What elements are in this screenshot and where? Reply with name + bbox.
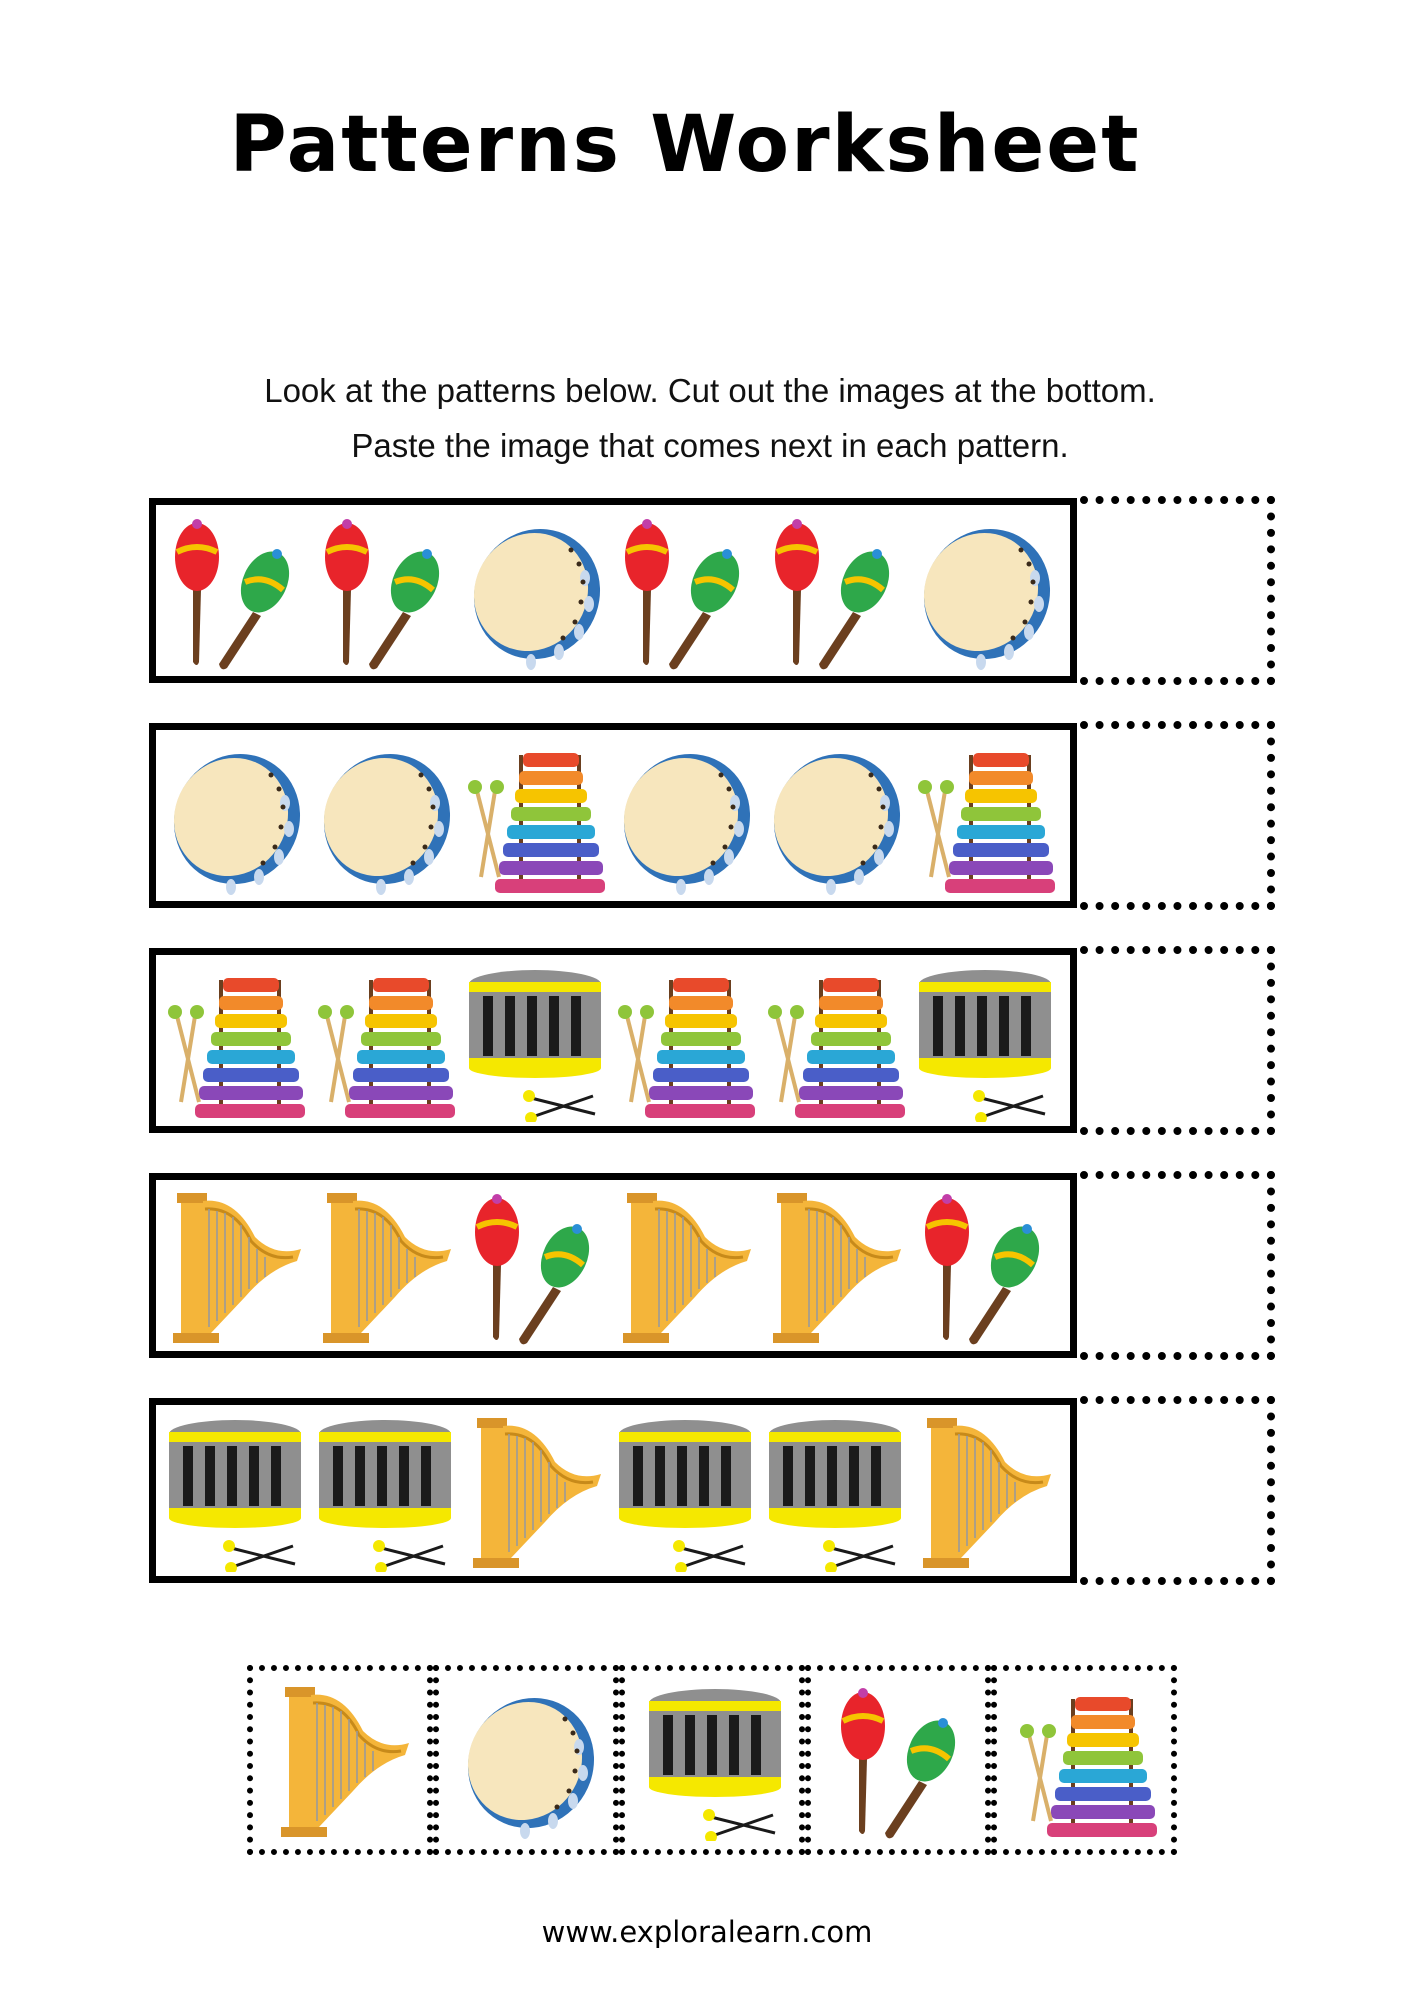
answer-slot-3[interactable] [1080, 946, 1275, 1135]
pattern-cell [615, 1412, 755, 1572]
xylophone-icon [915, 737, 1055, 897]
pattern-cell [615, 1187, 755, 1347]
drum-icon [615, 1412, 755, 1572]
harp-icon [465, 1412, 605, 1572]
pattern-cell [165, 512, 305, 672]
maracas-icon [765, 512, 905, 672]
harp-icon [615, 1187, 755, 1347]
pattern-cell [915, 512, 1055, 672]
pattern-cell [165, 962, 305, 1122]
page-title: Patterns Worksheet [229, 100, 1141, 190]
pattern-cell [615, 962, 755, 1122]
pattern-cell [315, 1412, 455, 1572]
cutout-image [1017, 1681, 1157, 1841]
maracas-icon [915, 1187, 1055, 1347]
cutout-card-3[interactable] [619, 1665, 805, 1855]
maracas-icon [615, 512, 755, 672]
drum-icon [165, 1412, 305, 1572]
harp-icon [165, 1187, 305, 1347]
pattern-cell [465, 512, 605, 672]
tambourine-icon [165, 737, 305, 897]
cutout-card-5[interactable] [991, 1665, 1177, 1855]
tambourine-icon [915, 512, 1055, 672]
maracas-icon [831, 1681, 971, 1841]
footer-url: www.exploralearn.com [541, 1915, 873, 1949]
pattern-cell [915, 737, 1055, 897]
harp-icon [315, 1187, 455, 1347]
pattern-cell [165, 1187, 305, 1347]
answer-slot-2[interactable] [1080, 721, 1275, 910]
pattern-cell [765, 1412, 905, 1572]
pattern-cell [915, 1412, 1055, 1572]
pattern-cell [765, 962, 905, 1122]
maracas-icon [465, 1187, 605, 1347]
pattern-cell [615, 737, 755, 897]
pattern-cell [465, 737, 605, 897]
pattern-row-4 [149, 1173, 1077, 1358]
pattern-row-1 [149, 498, 1077, 683]
cutout-image [273, 1681, 413, 1841]
answer-slot-4[interactable] [1080, 1171, 1275, 1360]
xylophone-icon [615, 962, 755, 1122]
cutout-card-2[interactable] [433, 1665, 619, 1855]
cutout-image [459, 1681, 599, 1841]
pattern-cell [165, 737, 305, 897]
pattern-cell [465, 962, 605, 1122]
tambourine-icon [315, 737, 455, 897]
instruction-line-1: Look at the patterns below. Cut out the … [264, 372, 1156, 409]
xylophone-icon [765, 962, 905, 1122]
drum-icon [915, 962, 1055, 1122]
pattern-cell [465, 1187, 605, 1347]
tambourine-icon [615, 737, 755, 897]
cutout-card-1[interactable] [247, 1665, 433, 1855]
pattern-cell [315, 737, 455, 897]
answer-slot-1[interactable] [1080, 496, 1275, 685]
pattern-cell [315, 1187, 455, 1347]
pattern-cell [765, 737, 905, 897]
harp-icon [915, 1412, 1055, 1572]
maracas-icon [315, 512, 455, 672]
tambourine-icon [765, 737, 905, 897]
pattern-cell [315, 962, 455, 1122]
drum-icon [315, 1412, 455, 1572]
cutout-card-4[interactable] [805, 1665, 991, 1855]
drum-icon [645, 1681, 785, 1841]
pattern-cell [765, 1187, 905, 1347]
pattern-cell [315, 512, 455, 672]
tambourine-icon [465, 512, 605, 672]
pattern-cell [915, 1187, 1055, 1347]
pattern-cell [615, 512, 755, 672]
drum-icon [765, 1412, 905, 1572]
instruction-line-2: Paste the image that comes next in each … [351, 427, 1069, 464]
cutout-image [831, 1681, 971, 1841]
pattern-cell [765, 512, 905, 672]
pattern-row-5 [149, 1398, 1077, 1583]
pattern-cell [165, 1412, 305, 1572]
cutout-image [645, 1681, 785, 1841]
pattern-cell [465, 1412, 605, 1572]
tambourine-icon [459, 1681, 599, 1841]
xylophone-icon [165, 962, 305, 1122]
xylophone-icon [465, 737, 605, 897]
harp-icon [273, 1681, 413, 1841]
xylophone-icon [1017, 1681, 1157, 1841]
drum-icon [465, 962, 605, 1122]
xylophone-icon [315, 962, 455, 1122]
pattern-row-2 [149, 723, 1077, 908]
pattern-cell [915, 962, 1055, 1122]
maracas-icon [165, 512, 305, 672]
harp-icon [765, 1187, 905, 1347]
answer-slot-5[interactable] [1080, 1396, 1275, 1585]
